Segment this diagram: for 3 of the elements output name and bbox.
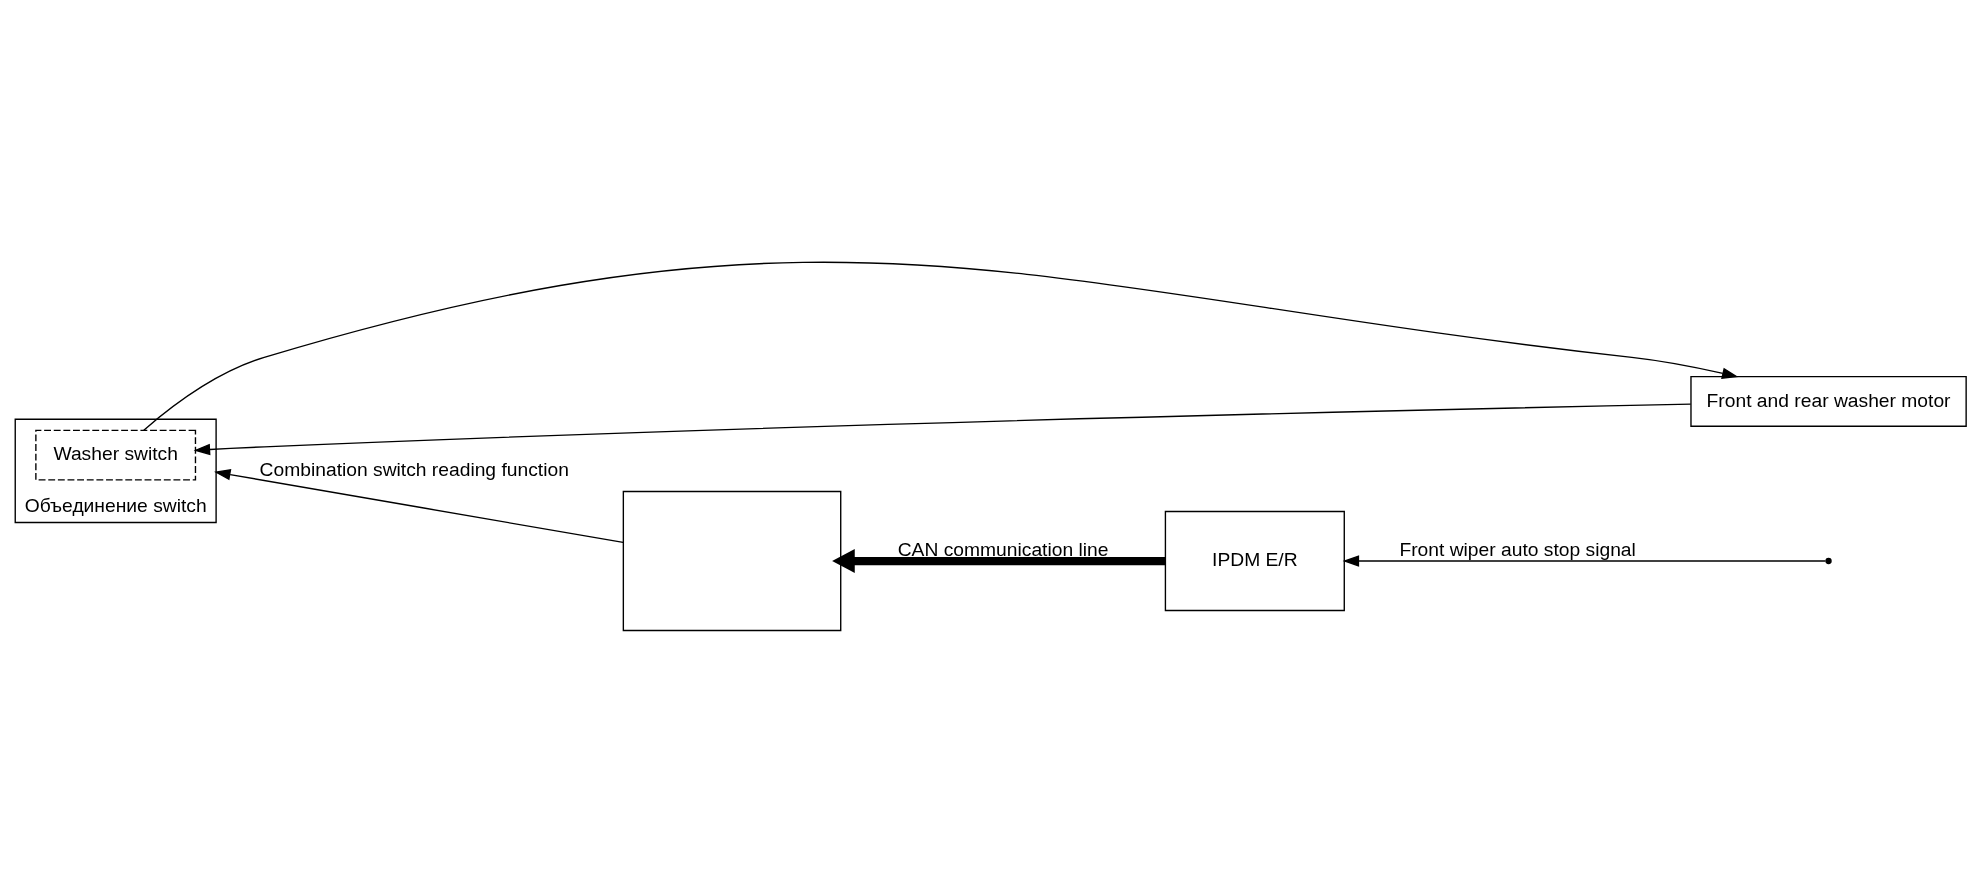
- edge-label: Front wiper auto stop signal: [1399, 538, 1636, 560]
- edge-label: CAN communication line: [897, 538, 1109, 560]
- edge-label: Combination switch reading function: [259, 458, 569, 480]
